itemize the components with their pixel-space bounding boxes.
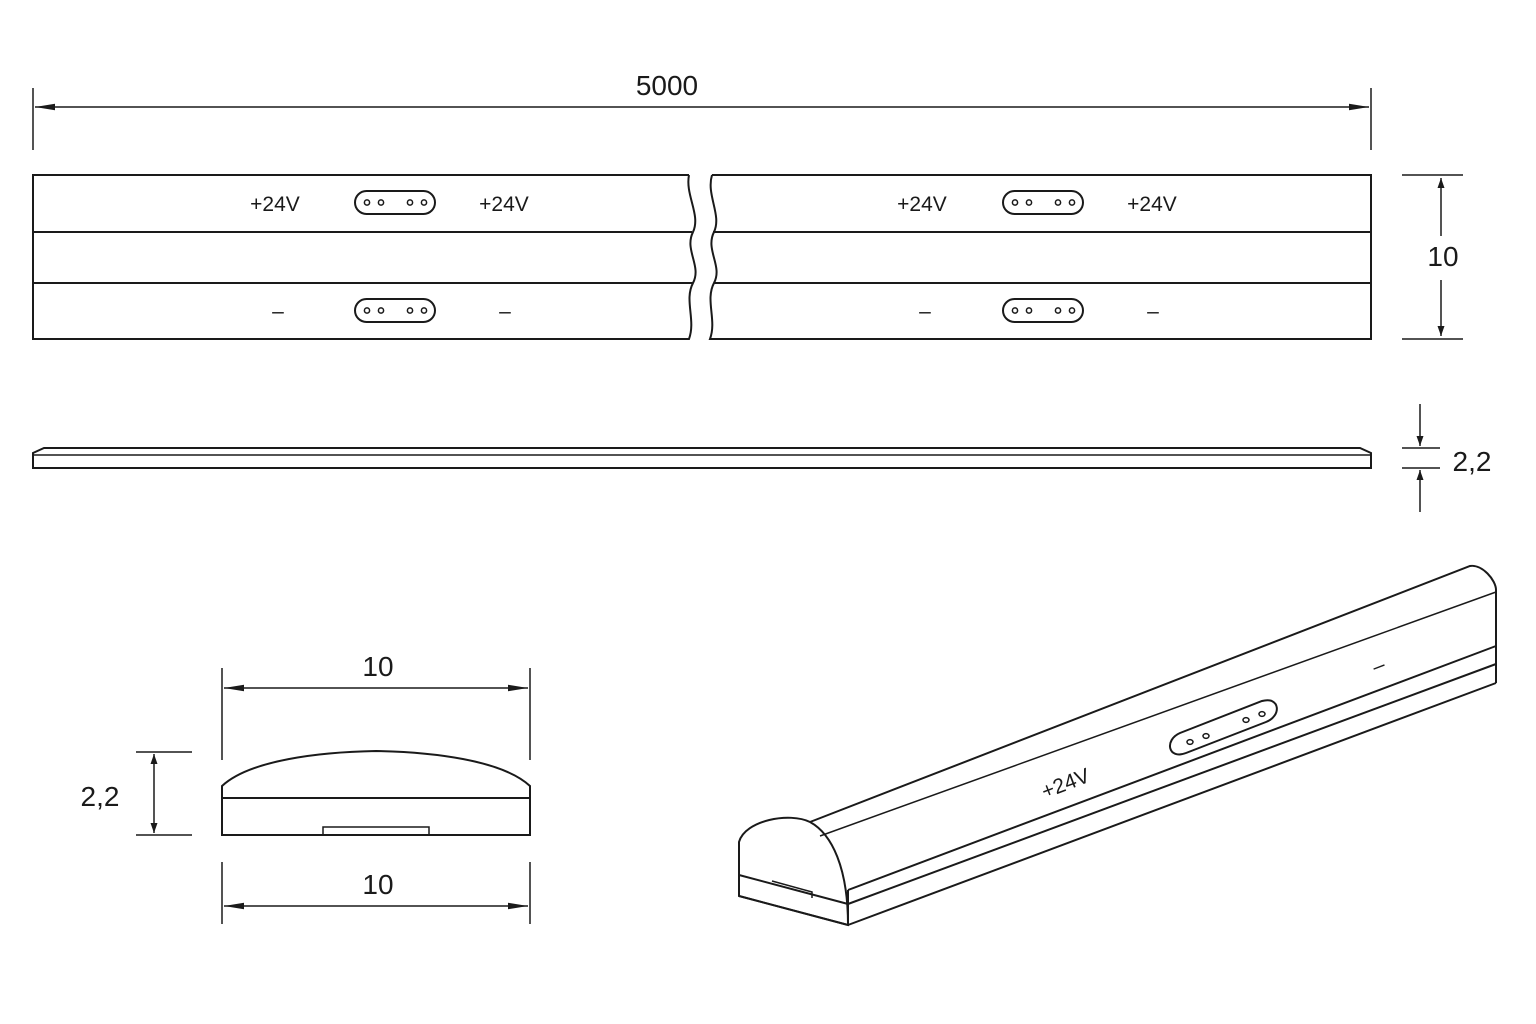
width-label: 10: [1427, 241, 1458, 272]
negative-label: –: [1147, 300, 1159, 323]
profile-width-top-label: 10: [362, 651, 393, 682]
strip-left-section: [32, 174, 697, 340]
strip-right-section: [708, 174, 1372, 340]
solder-pad-top-left: [354, 190, 436, 215]
side-view: 2,2: [32, 404, 1491, 512]
solder-pad-bottom-right: [1002, 298, 1084, 323]
solder-pad-bottom-left: [354, 298, 436, 323]
strip-side-profile: [32, 447, 1372, 469]
length-label: 5000: [636, 70, 698, 101]
profile-width-bottom-label: 10: [362, 869, 393, 900]
top-view: 5000: [32, 70, 1463, 340]
profile-height-dimension: 2,2: [81, 751, 192, 836]
positive-label: +24V: [250, 193, 300, 216]
height-dimension-side: 2,2: [1402, 404, 1491, 512]
iso-solder-pad: [1169, 699, 1278, 756]
profile-width-bottom-dimension: 10: [221, 862, 531, 924]
profile-outline: [221, 749, 531, 836]
positive-label: +24V: [897, 193, 947, 216]
solder-pad-top-right: [1002, 190, 1084, 215]
negative-label: –: [499, 300, 511, 323]
negative-label: –: [919, 300, 931, 323]
negative-label: –: [272, 300, 284, 323]
profile-height-label: 2,2: [81, 781, 120, 812]
iso-negative-label: –: [1369, 653, 1388, 679]
width-dimension: 10: [1402, 174, 1463, 340]
cross-section-view: 10 2,2 10: [81, 651, 531, 924]
length-dimension: 5000: [32, 70, 1372, 150]
iso-positive-label: +24V: [1038, 764, 1093, 803]
positive-label: +24V: [479, 193, 529, 216]
isometric-view: +24V –: [738, 564, 1497, 927]
profile-width-top-dimension: 10: [221, 651, 531, 760]
iso-end-face: [738, 816, 850, 927]
height-label-side: 2,2: [1453, 446, 1492, 477]
positive-label: +24V: [1127, 193, 1177, 216]
